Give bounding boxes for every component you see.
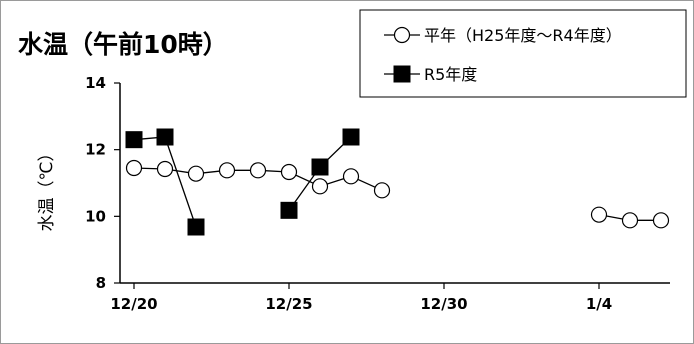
y-tick-label: 8 [96, 274, 106, 292]
x-tick-label: 12/30 [420, 295, 467, 313]
data-point-square [311, 158, 329, 176]
data-point-circle [373, 182, 391, 199]
y-tick-label: 12 [85, 141, 106, 159]
y-tick-label: 14 [85, 74, 106, 92]
x-tick-label: 12/20 [110, 295, 157, 313]
data-point-circle [621, 212, 639, 229]
series-1 [125, 159, 670, 229]
data-point-circle [311, 178, 329, 195]
data-point-circle [280, 163, 298, 181]
legend-marker-square [393, 65, 411, 83]
legend-label: R5年度 [424, 65, 477, 84]
data-point-square [187, 218, 205, 236]
data-point-circle [218, 162, 236, 179]
chart-title: 水温（午前10時） [18, 30, 228, 59]
legend-box [359, 9, 687, 98]
data-point-circle [125, 159, 143, 177]
legend: 平年（H25年度～R4年度） R5年度 [359, 9, 687, 98]
data-point-circle [342, 168, 360, 185]
data-point-square [125, 131, 143, 149]
y-tick-label: 10 [85, 207, 106, 225]
data-point-circle [187, 165, 205, 182]
y-axis-label: 水温（℃） [37, 144, 57, 231]
x-tick-label: 1/4 [586, 295, 612, 313]
data-point-circle [249, 162, 267, 179]
axes: 8 10 12 14 12/20 12/25 12/30 1/4 [85, 74, 670, 313]
data-point-square [156, 128, 174, 146]
x-tick-label: 12/25 [265, 295, 312, 313]
data-point-circle [652, 212, 670, 229]
data-point-square [342, 128, 360, 146]
data-point-circle [156, 160, 174, 178]
legend-label: 平年（H25年度～R4年度） [424, 26, 622, 45]
series-2 [125, 128, 360, 236]
data-point-square [280, 201, 298, 219]
series-line [133, 136, 197, 228]
legend-marker-circle [393, 26, 411, 44]
series-layer [125, 128, 670, 236]
data-point-circle [590, 206, 608, 223]
